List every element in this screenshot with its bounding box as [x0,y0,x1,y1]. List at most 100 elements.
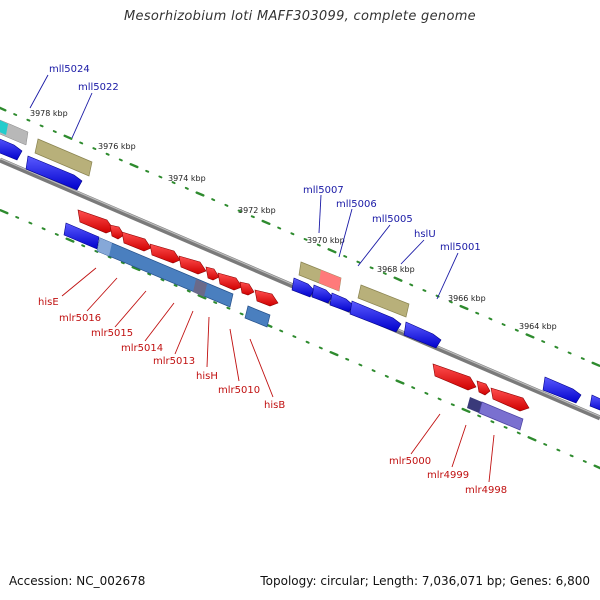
minor-tick [356,260,361,264]
scale-label: 3964 kbp [519,322,557,331]
minor-tick [290,232,295,236]
minor-tick [424,391,429,395]
minor-tick [158,175,163,179]
minor-tick [409,283,414,287]
gene-feature[interactable] [467,397,482,413]
gene-label[interactable]: mlr5016 [59,313,101,324]
gene-label[interactable]: hisE [38,297,59,308]
scale-label: 3978 kbp [30,109,68,118]
minor-tick [358,363,363,367]
gene-feature[interactable] [478,401,524,431]
gene-arrow[interactable] [291,277,315,298]
gene-arrow[interactable] [349,300,402,333]
gene-label[interactable]: mll5001 [440,242,481,253]
gene-arrow[interactable] [121,231,152,252]
minor-tick [556,448,561,452]
lower-tick-track [0,209,600,470]
minor-tick [279,329,284,333]
gene-arrow[interactable] [589,394,600,412]
gene-feature[interactable] [319,270,341,291]
gene-feature[interactable] [193,279,207,297]
gene-arrow[interactable] [476,380,491,396]
minor-tick [13,113,18,116]
scale-label: 3970 kbp [307,236,345,245]
minor-tick [477,414,482,418]
major-tick [0,209,9,215]
minor-tick [184,186,189,190]
major-tick [459,304,469,311]
gene-label[interactable]: mlr5010 [218,385,260,396]
gene-label[interactable]: hslU [414,229,436,240]
minor-tick [118,158,123,162]
gene-label[interactable]: mll5024 [49,64,90,75]
minor-tick [147,272,152,276]
minor-tick [567,351,572,355]
gene-arrow[interactable] [254,289,279,307]
minor-tick [501,323,506,326]
minor-tick [541,340,546,343]
minor-tick [79,141,84,145]
gene-arrow[interactable] [311,284,333,304]
minor-tick [318,346,323,350]
gene-arrow[interactable] [239,281,255,296]
gene-label[interactable]: mll5005 [372,214,413,225]
minor-tick [171,181,176,185]
minor-tick [422,289,427,292]
lower-gene-arrows [63,209,530,431]
minor-tick [224,203,229,207]
genome-summary-text: Topology: circular; Length: 7,036,071 bp… [260,574,590,588]
gene-label[interactable]: mll5022 [78,82,119,93]
gene-label[interactable]: hisB [264,400,285,411]
gene-feature[interactable] [357,284,410,318]
gene-label[interactable]: mlr5014 [121,343,163,354]
gene-feature[interactable] [244,305,271,328]
map-title: Mesorhizobium loti MAFF303099, complete … [124,9,476,24]
gene-label[interactable]: mlr5015 [91,328,133,339]
gene-arrow[interactable] [329,292,354,313]
minor-tick [28,221,33,225]
minor-tick [52,130,57,133]
gene-arrow[interactable] [63,222,100,250]
gene-label[interactable]: mlr5000 [389,456,431,467]
gene-arrow[interactable] [217,272,243,291]
gene-label[interactable]: hisH [196,371,218,382]
scale-label: 3972 kbp [238,206,276,215]
minor-tick [237,209,242,213]
gene-arrow[interactable] [77,209,115,234]
gene-label[interactable]: mlr4998 [465,485,507,496]
gene-label[interactable]: mlr4999 [427,470,469,481]
gene-arrow[interactable] [403,321,442,349]
gene-arrow[interactable] [25,155,83,191]
gene-arrow[interactable] [490,387,530,412]
minor-tick [39,124,44,128]
minor-tick [514,328,519,332]
major-tick [261,219,271,226]
gene-arrow[interactable] [109,224,125,240]
major-tick [65,237,75,243]
gene-feature[interactable] [97,238,112,256]
gene-label[interactable]: mlr5013 [153,356,195,367]
major-tick [393,276,403,282]
upper-gene-features [0,118,410,318]
minor-tick [277,226,282,230]
minor-tick [371,369,376,373]
gene-label[interactable]: mll5007 [303,185,344,196]
gene-feature[interactable] [0,118,8,135]
gene-feature[interactable] [34,138,93,177]
scale-label: 3966 kbp [448,294,486,303]
gene-arrow[interactable] [205,266,220,281]
gene-arrow[interactable] [432,363,477,391]
minor-tick [94,250,99,253]
minor-tick [145,169,150,173]
gene-arrow[interactable] [178,255,207,275]
minor-tick [343,255,348,258]
major-tick [129,162,139,169]
gene-label[interactable]: mll5006 [336,199,377,210]
minor-tick [213,301,218,304]
major-tick [329,351,339,357]
gene-arrow[interactable] [542,376,582,404]
scale-label: 3976 kbp [98,142,136,151]
gene-arrow[interactable] [0,137,23,161]
gene-arrow[interactable] [149,243,181,264]
